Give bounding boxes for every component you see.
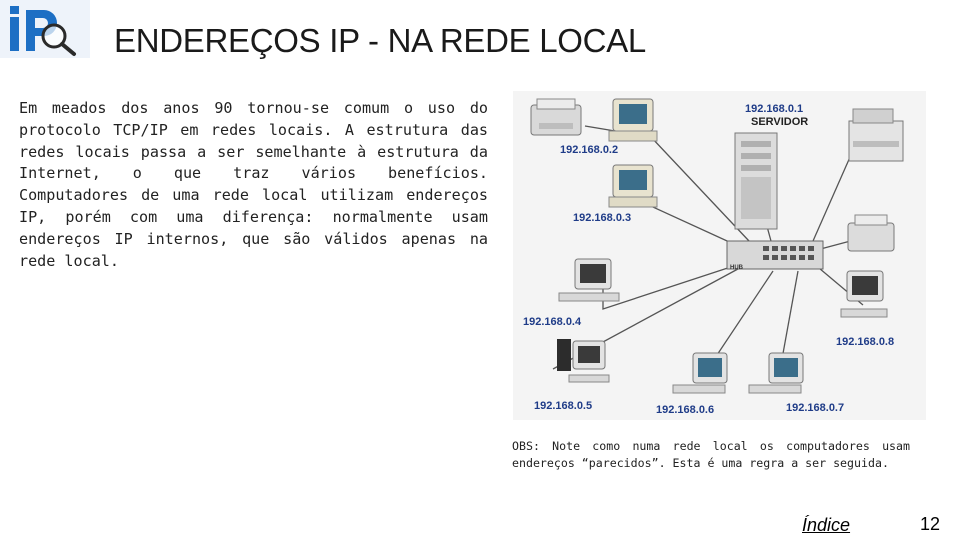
computer-icon [608,164,658,208]
host-ip-label: 192.168.0.3 [573,212,631,224]
page-number: 12 [920,514,941,534]
computer-icon [557,339,610,383]
host-ip-label: 192.168.0.5 [534,400,592,412]
printer-icon [847,214,895,252]
host-ip-label: 192.168.0.4 [523,316,582,328]
hub-label: HUB [730,265,744,271]
page-title: ENDEREÇOS IP - NA REDE LOCAL [114,22,646,59]
intro-paragraph: Em meados dos anos 90 tornou-se comum o … [19,99,488,270]
host-ip-label: 192.168.0.2 [560,144,618,156]
computer-icon [672,352,728,394]
host-ip-label: 192.168.0.8 [836,336,894,348]
computer-icon [558,258,620,302]
computer-icon [748,352,804,394]
index-link[interactable]: Índice [802,515,851,535]
host-ip-label: 192.168.0.6 [656,404,714,416]
ip-logo [0,0,90,58]
hub-icon [726,240,824,270]
computer-icon [840,270,888,318]
server-ip-label: 192.168.0.1 [745,103,803,115]
printer-icon [530,98,582,136]
host-ip-label: 192.168.0.7 [786,402,844,414]
copier-icon [848,108,904,162]
computer-icon [608,98,658,142]
server-icon [734,132,778,230]
server-label: SERVIDOR [751,116,808,128]
observation-note: OBS: Note como numa rede local os comput… [512,439,910,471]
network-diagram: 192.168.0.2 192.168.0.3 192.168.0.1 SERV… [513,91,926,420]
